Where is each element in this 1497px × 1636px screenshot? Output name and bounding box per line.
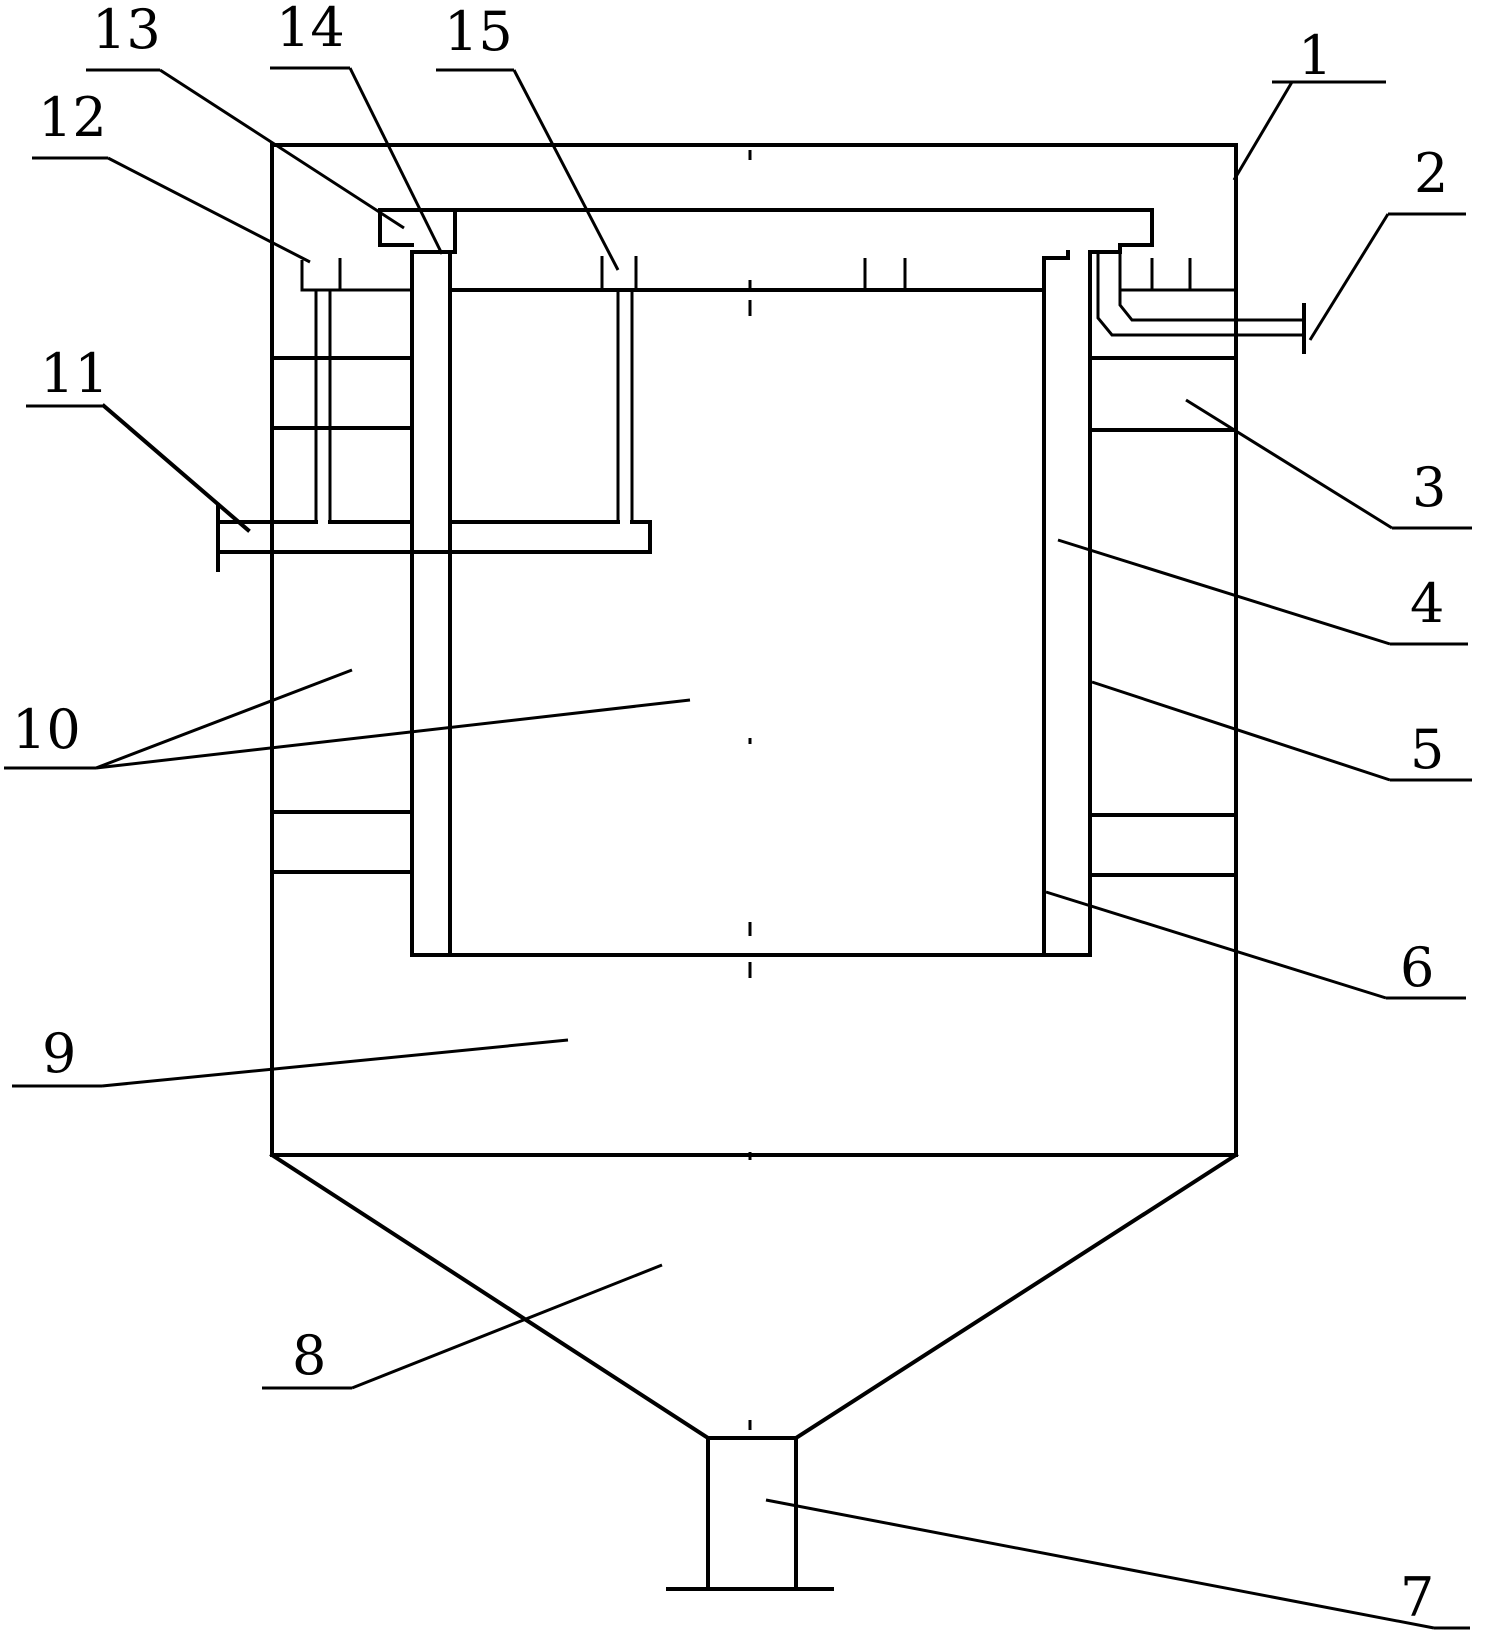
inner-tank xyxy=(410,250,1092,957)
label-6: 6 xyxy=(1400,936,1434,999)
label-3: 3 xyxy=(1412,456,1446,519)
label-10: 10 xyxy=(12,698,81,761)
label-5: 5 xyxy=(1410,718,1444,781)
right-baffles xyxy=(1088,356,1238,877)
outer-vessel xyxy=(270,143,1238,1157)
label-11: 11 xyxy=(40,342,109,405)
top-lid xyxy=(378,208,1154,260)
part-labels: 1 2 3 4 5 6 7 8 9 10 11 12 13 14 15 xyxy=(12,0,1448,1629)
outlet-pipe xyxy=(666,1436,834,1591)
label-9: 9 xyxy=(42,1022,76,1085)
label-2: 2 xyxy=(1414,142,1448,205)
label-13: 13 xyxy=(92,0,161,61)
left-baffles xyxy=(270,356,414,874)
right-bent-pipe xyxy=(1096,252,1306,354)
lid-nozzles xyxy=(300,256,1236,292)
label-15: 15 xyxy=(444,0,513,63)
label-8: 8 xyxy=(292,1324,326,1387)
label-7: 7 xyxy=(1400,1566,1434,1629)
label-14: 14 xyxy=(276,0,345,59)
conical-bottom xyxy=(269,1152,1239,1441)
label-4: 4 xyxy=(1410,572,1444,635)
label-1: 1 xyxy=(1298,24,1332,87)
label-12: 12 xyxy=(38,86,107,149)
left-riser-pipes xyxy=(314,288,634,522)
leader-lines xyxy=(4,66,1472,1630)
inlet-header-pipe xyxy=(216,503,652,572)
